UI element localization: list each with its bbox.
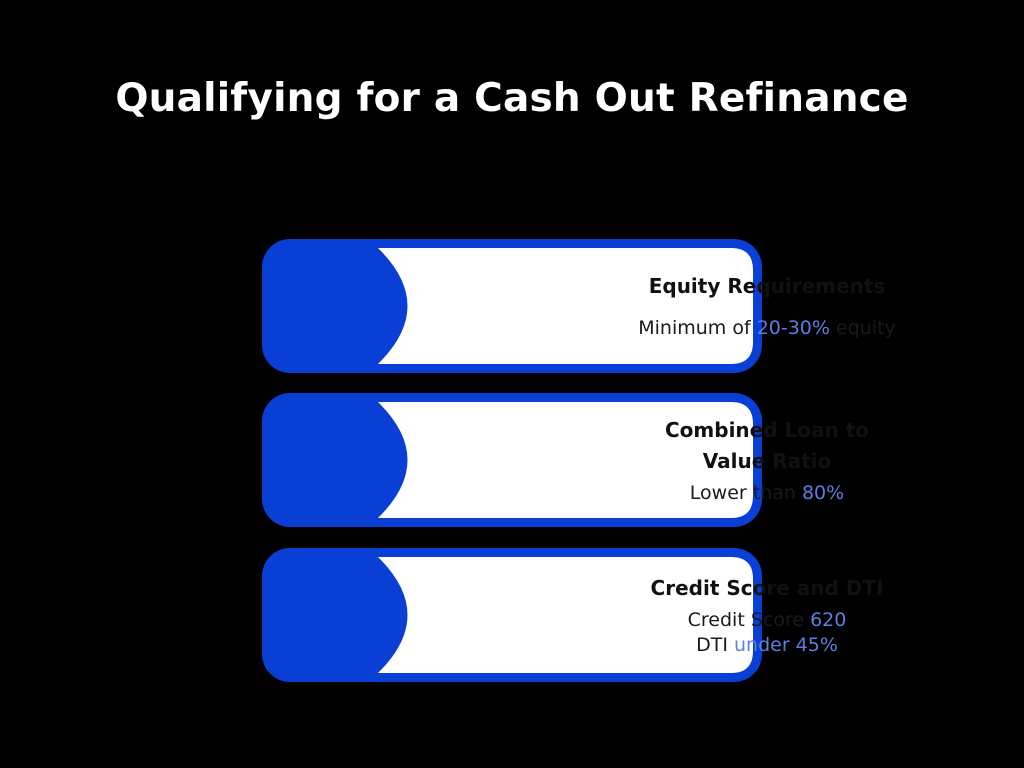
highlight-value: 620 — [810, 608, 847, 631]
card-shape — [262, 393, 762, 527]
card-combined-ltv: Combined Loan to Value Ratio Lower than … — [262, 393, 869, 527]
highlight-value: under 45% — [733, 633, 838, 656]
card-shape — [262, 239, 762, 373]
card-heading: Credit Score and DTI — [650, 575, 884, 600]
card-equity-requirements: Equity Requirements Minimum of 20-30% eq… — [262, 239, 896, 373]
highlight-value: 80% — [801, 481, 845, 504]
card-shape — [262, 548, 762, 682]
card-credit-score-dti: Credit Score and DTI Credit Score 620 DT… — [262, 548, 883, 682]
card-heading: Equity Requirements — [648, 274, 886, 298]
card-heading: Combined Loan to — [665, 417, 869, 442]
card-detail-line: Credit Score 620 — [687, 608, 847, 631]
highlight-value: 20-30% — [756, 317, 830, 339]
card-detail-line: Minimum of 20-30% equity — [638, 317, 896, 339]
page-title: Qualifying for a Cash Out Refinance — [115, 76, 909, 121]
card-detail-line: Lower than 80% — [689, 481, 845, 504]
card-heading: Value Ratio — [702, 448, 832, 473]
card-detail-line: DTI under 45% — [696, 633, 838, 656]
